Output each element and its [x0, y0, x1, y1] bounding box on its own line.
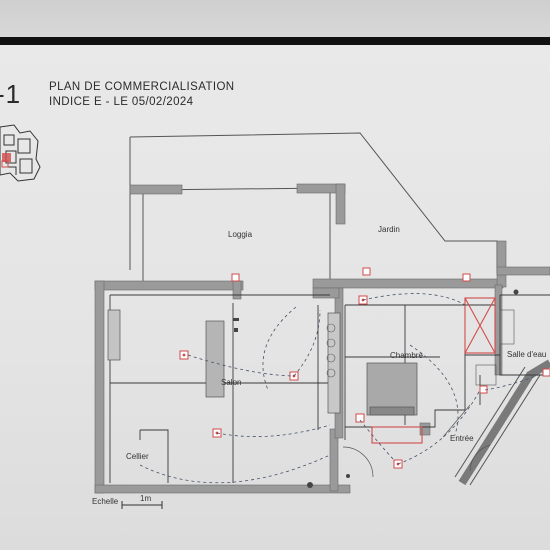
room-label-jardin: Jardin	[378, 225, 400, 234]
level-indicator: -1	[0, 79, 22, 109]
room-label-chambre: Chambre	[390, 351, 423, 360]
room-label-cellier: Cellier	[126, 452, 149, 461]
room-label-salon: Salon	[221, 378, 242, 387]
monitor-bezel	[0, 0, 550, 38]
scale-value: 1m	[140, 494, 152, 503]
screen: -1 PLAN DE COMMERCIALISATION INDICE E - …	[0, 45, 550, 550]
key-plan-thumbnail	[0, 124, 41, 182]
floor-plan	[94, 132, 550, 509]
screen-top-edge	[0, 37, 550, 45]
room-label-loggia: Loggia	[228, 230, 253, 239]
room-label-entree: Entrée	[450, 434, 474, 443]
scale-label: Echelle	[92, 497, 119, 506]
plan-subtitle: INDICE E - LE 05/02/2024	[49, 96, 194, 108]
room-label-salle-eau: Salle d'eau	[507, 350, 547, 359]
plan-title: PLAN DE COMMERCIALISATION	[49, 81, 235, 93]
